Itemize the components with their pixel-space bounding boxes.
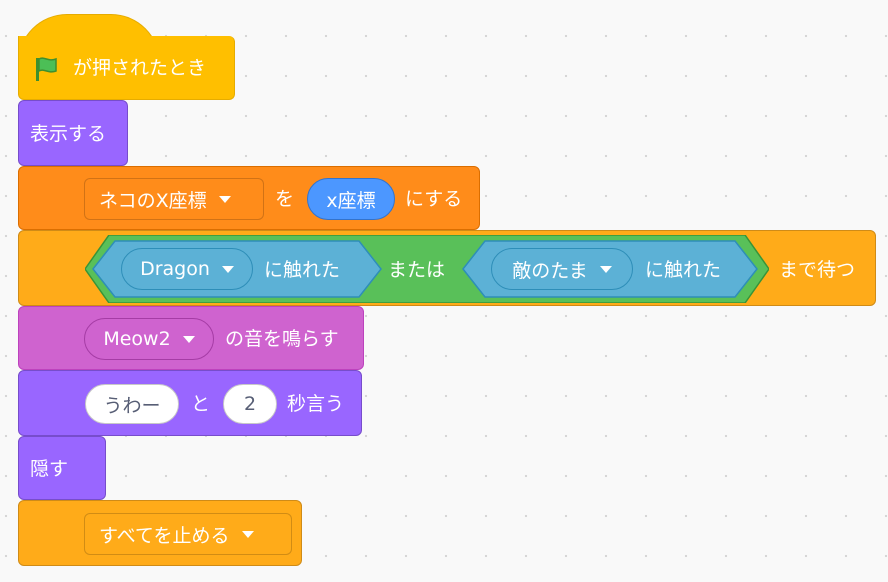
sound-dropdown-label: Meow2 xyxy=(103,328,171,350)
say-suffix: 秒言う xyxy=(287,393,345,415)
set-word-do: にする xyxy=(405,188,463,210)
show-block[interactable]: 表示する xyxy=(18,100,128,166)
x-position-reporter-label: x座標 xyxy=(326,189,376,212)
or-label: または xyxy=(388,259,446,281)
right-sprite-dropdown[interactable]: 敵のたま xyxy=(491,248,633,290)
set-word-to: を xyxy=(275,188,295,210)
wait-until-block[interactable]: Dragon に触れた または 敵のたま に触れた まで待つ xyxy=(18,230,876,306)
left-sprite-label: Dragon xyxy=(140,258,210,280)
hide-label: 隠す xyxy=(30,458,69,480)
when-flag-label: が押されたとき xyxy=(73,57,207,79)
set-variable-block[interactable]: ネコのX座標 を x座標 にする xyxy=(18,166,480,230)
right-sprite-label: 敵のたま xyxy=(512,259,588,282)
green-flag-icon xyxy=(36,57,57,81)
when-flag-clicked-block[interactable]: が押されたとき xyxy=(18,36,235,100)
message-input[interactable]: うわー xyxy=(85,384,179,424)
right-touching-label: に触れた xyxy=(645,259,722,281)
variable-dropdown-label: ネコのX座標 xyxy=(99,189,207,212)
stop-option-dropdown[interactable]: すべてを止める xyxy=(84,513,292,555)
sound-dropdown[interactable]: Meow2 xyxy=(84,318,214,360)
chevron-down-icon xyxy=(218,195,231,203)
left-touching-label: に触れた xyxy=(264,259,341,281)
chevron-down-icon xyxy=(221,265,234,273)
left-sprite-dropdown[interactable]: Dragon xyxy=(121,248,253,290)
stop-block[interactable]: すべてを止める xyxy=(18,500,302,566)
seconds-input-value: 2 xyxy=(243,393,257,415)
stop-option-label: すべてを止める xyxy=(99,524,230,547)
x-position-reporter[interactable]: x座標 xyxy=(307,178,395,220)
play-sound-suffix: の音を鳴らす xyxy=(225,328,339,350)
chevron-down-icon xyxy=(241,530,254,538)
say-word-and: と xyxy=(191,393,211,415)
say-for-secs-block[interactable]: うわー と 2 秒言う xyxy=(18,370,362,436)
chevron-down-icon xyxy=(182,335,195,343)
wait-until-suffix: まで待つ xyxy=(779,259,856,281)
show-label: 表示する xyxy=(30,123,107,145)
message-input-value: うわー xyxy=(103,394,161,417)
variable-dropdown[interactable]: ネコのX座標 xyxy=(84,178,264,220)
seconds-input[interactable]: 2 xyxy=(223,384,277,424)
play-sound-block[interactable]: Meow2 の音を鳴らす xyxy=(18,306,364,370)
hide-block[interactable]: 隠す xyxy=(18,436,106,500)
chevron-down-icon xyxy=(599,265,612,273)
